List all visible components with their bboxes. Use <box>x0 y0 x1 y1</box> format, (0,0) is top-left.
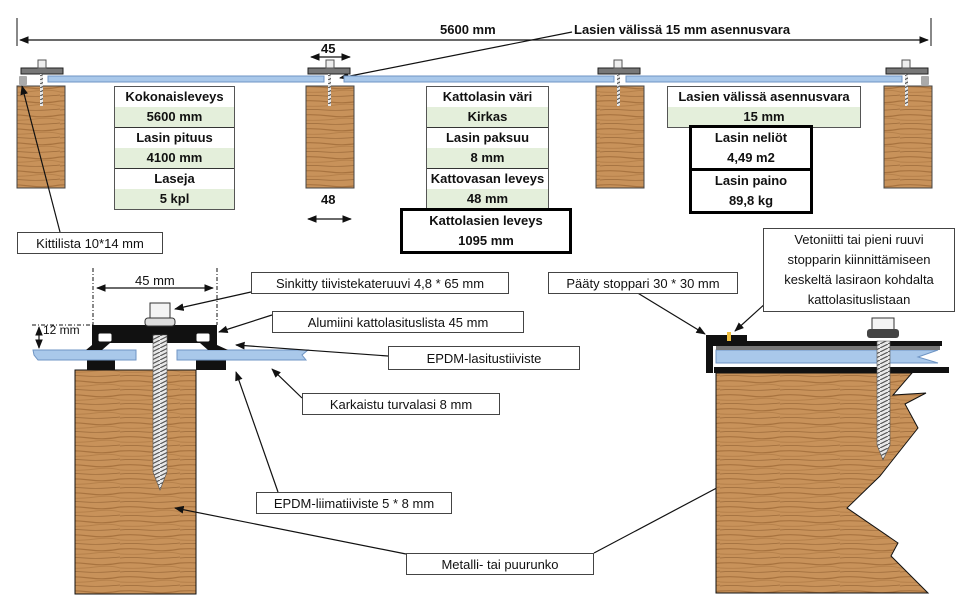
cap-screw-1 <box>20 59 64 106</box>
glass-thickness-value: 8 mm <box>427 148 548 168</box>
glass-area-weight-box: Lasin neliöt 4,49 m2 Lasin paino 89,8 kg <box>689 125 813 214</box>
glass-width-heading: Kattolasien leveys <box>429 213 543 228</box>
rivet-callout-line: stopparin kiinnittämiseen <box>787 252 931 267</box>
detail-width-label: 45 mm <box>135 273 175 288</box>
epdm-glazing-end <box>716 345 940 350</box>
kittilista-leader <box>20 85 61 233</box>
glass-width-value: 1095 mm <box>458 233 514 248</box>
total-width-heading: Kokonaisleveys <box>125 89 224 104</box>
glass-thickness-heading: Lasin paksuu <box>427 127 548 148</box>
gap-heading: Lasien välissä asennusvara <box>678 89 850 104</box>
glass-panel <box>47 75 325 83</box>
glass-count-value: 5 kpl <box>115 189 234 209</box>
rivet-callout-line: keskeltä lasiraon kohdalta <box>784 272 934 287</box>
detail-section-left <box>32 268 310 595</box>
rafter <box>595 85 645 189</box>
glass-area-heading: Lasin neliöt <box>714 130 788 145</box>
frame-callout: Metalli- tai puurunko <box>406 553 594 575</box>
batten-width-label: 45 <box>321 41 336 56</box>
epdm-adhesive-left <box>87 360 115 370</box>
end-stopper <box>706 335 747 373</box>
detail-section-end <box>706 317 949 594</box>
kittilista-callout: Kittilista 10*14 mm <box>17 232 163 254</box>
glass-length-value: 4100 mm <box>115 148 234 168</box>
glass-left <box>32 349 137 361</box>
spec-table-right: Lasien välissä asennusvara 15 mm <box>667 86 861 128</box>
glass-weight-value: 89,8 kg <box>728 193 774 208</box>
glass-color-value: Kirkas <box>427 107 548 127</box>
epdm-glazing-callout: EPDM-lasitustiiviste <box>388 346 580 370</box>
rafter-width-value: 48 mm <box>427 189 548 209</box>
profile-callout: Alumiini kattolasituslista 45 mm <box>272 311 524 333</box>
gap-note-label: Lasien välissä 15 mm asennusvara <box>574 22 791 37</box>
profile-end <box>706 341 942 346</box>
frame-wood-end <box>715 372 930 594</box>
screw-callout: Sinkitty tiivistekateruuvi 4,8 * 65 mm <box>251 272 509 294</box>
glass-color-heading: Kattolasin väri <box>442 89 533 104</box>
end-stopper-callout: Pääty stoppari 30 * 30 mm <box>548 272 738 294</box>
spec-table-middle: Kattolasin väri Kirkas Lasin paksuu 8 mm… <box>426 86 549 210</box>
total-width-value: 5600 mm <box>115 107 234 127</box>
glass-count-heading: Laseja <box>115 168 234 189</box>
cap-screw-4 <box>885 59 929 106</box>
gap-note-leader <box>339 31 573 81</box>
gap-value: 15 mm <box>668 107 860 127</box>
rivet-callout-line: Vetoniitti tai pieni ruuvi <box>794 232 924 247</box>
glass-panel <box>343 75 615 83</box>
glass-weight-heading: Lasin paino <box>692 168 810 191</box>
glass-area-value: 4,49 m2 <box>727 150 775 165</box>
screw-shaft-end <box>876 340 891 461</box>
cap-screw-3 <box>597 59 641 106</box>
kittilista-right <box>921 76 929 85</box>
top-caps <box>20 59 929 106</box>
glass-panels <box>47 75 903 83</box>
rafter-width-heading: Kattovasan leveys <box>427 168 548 189</box>
epdm-adhesive-end <box>714 367 949 373</box>
glass-width-box: Kattolasien leveys 1095 mm <box>400 208 572 254</box>
glass-length-heading: Lasin pituus <box>115 127 234 148</box>
glass-panel <box>625 75 903 83</box>
frame-wood-left <box>74 369 197 595</box>
spec-table-left: Kokonaisleveys 5600 mm Lasin pituus 4100… <box>114 86 235 210</box>
glass-end <box>715 349 939 364</box>
epdm-adhesive-right <box>196 360 226 370</box>
rivet-callout: Vetoniitti tai pieni ruuvi stopparin kii… <box>763 228 955 312</box>
total-width-dimension <box>16 18 932 46</box>
kittilista-left <box>19 76 27 85</box>
glass-right <box>176 349 310 361</box>
total-width-label: 5600 mm <box>440 22 496 37</box>
glass-callout: Karkaistu turvalasi 8 mm <box>302 393 500 415</box>
rafter-width-label: 48 <box>321 192 336 207</box>
detail-height-label: 12 mm <box>43 323 80 337</box>
rivet-callout-line: kattolasituslistaan <box>807 292 911 307</box>
screw-shaft <box>152 334 168 491</box>
rivet <box>727 332 731 341</box>
epdm-adhesive-callout: EPDM-liimatiiviste 5 * 8 mm <box>256 492 452 514</box>
